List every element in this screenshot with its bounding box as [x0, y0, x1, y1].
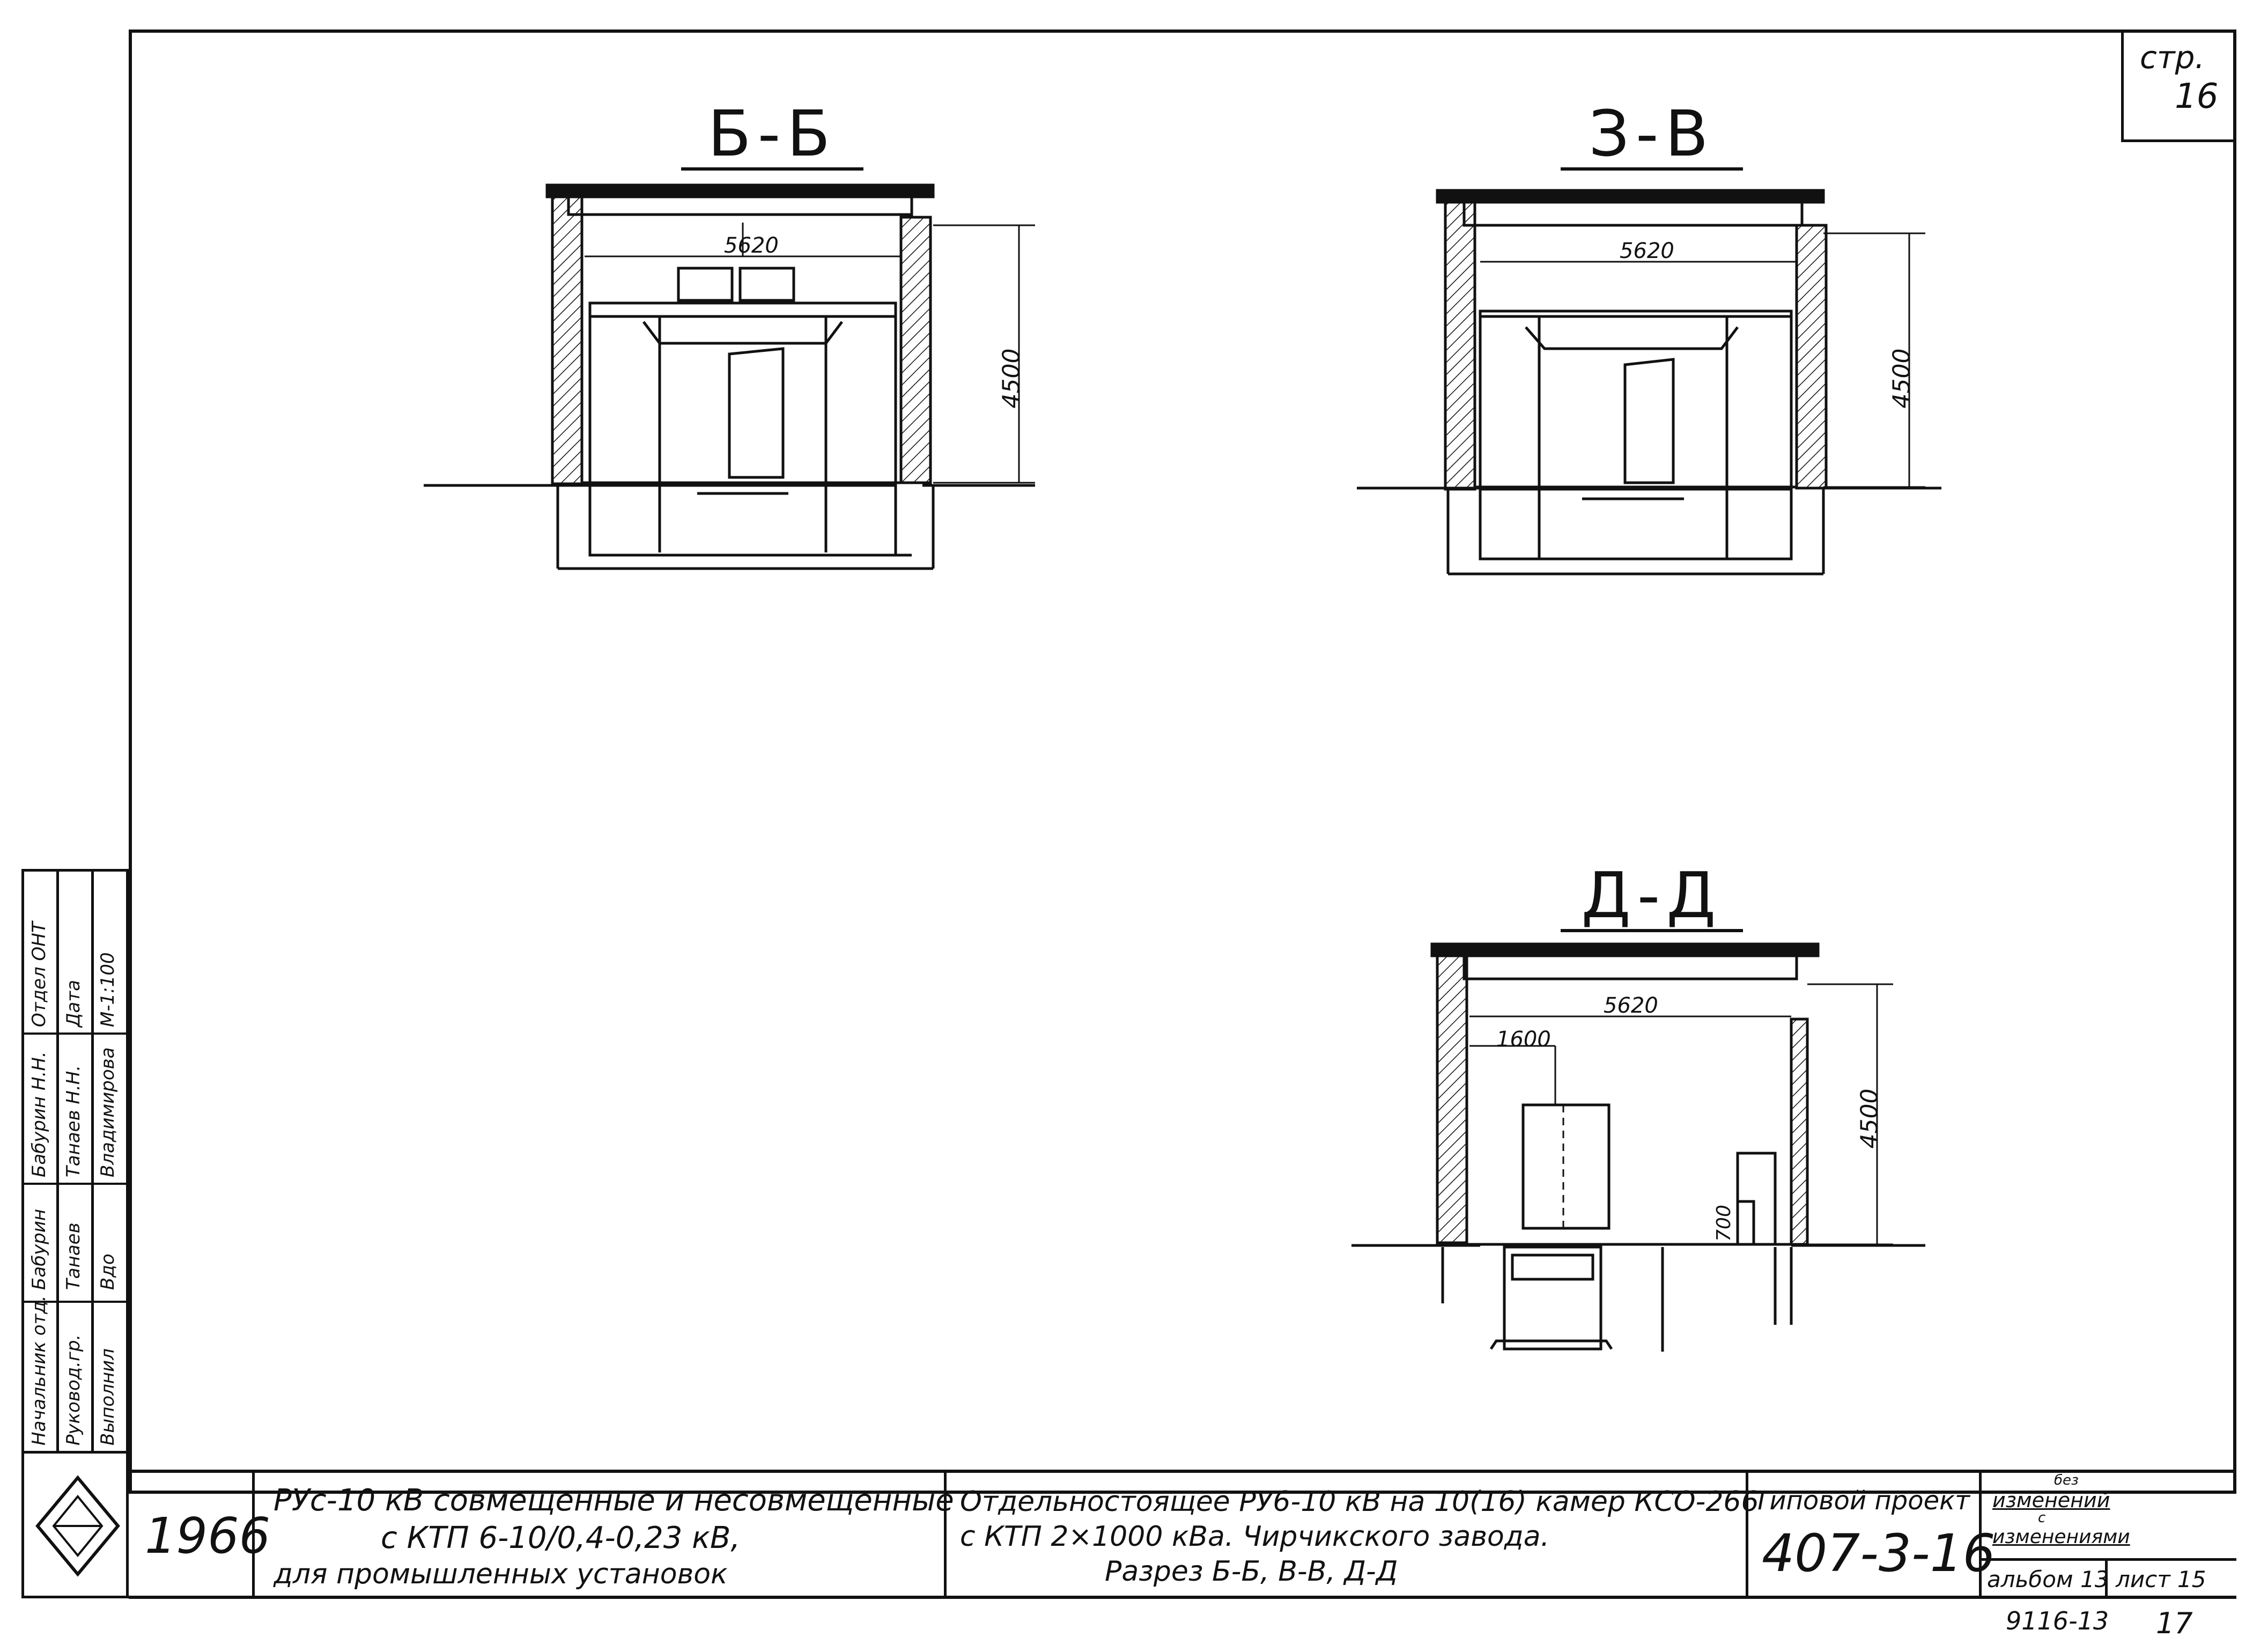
dim-width-b-b: 5620 [724, 233, 779, 258]
description-line2: с КТП 6-10/0,4-0,23 кВ, [381, 1521, 741, 1555]
project-number: 407-3-16 [1762, 1523, 1996, 1583]
organization-logo [35, 1475, 120, 1577]
dim-width-v-v: 5620 [1620, 239, 1674, 263]
drawing-title-line2: с КТП 2×1000 кВа. Чирчикского завода. [960, 1521, 1550, 1553]
drawing-frame [129, 30, 2236, 1494]
stamp-r3-c2: Вдо [97, 1253, 119, 1290]
footer-page: 17 [2156, 1606, 2193, 1640]
drawing-title-line1: Отдельностоящее РУ6-10 кВ на 10(16) каме… [960, 1486, 1759, 1518]
stamp-r1-c2: Бабурин [28, 1208, 50, 1290]
project-label: Типовой проект [1754, 1486, 1970, 1516]
changes-top: без [2054, 1472, 2079, 1488]
album-number: альбом 13 [1987, 1566, 2109, 1592]
stamp-r3-c1: Выполнил [97, 1348, 119, 1446]
year: 1966 [145, 1507, 271, 1565]
stamp-r2-c3: Танаев Н.Н. [63, 1065, 84, 1177]
changes-mid: с [2038, 1510, 2046, 1526]
stamp-r1-c3: Бабурин Н.Н. [28, 1051, 50, 1177]
dim-inner-width-d-d: 1600 [1496, 1027, 1551, 1052]
description-line1: РУс-10 кВ совмещенные и несовмещенные [274, 1483, 954, 1518]
approval-stamp: Начальник отд. Бабурин Бабурин Н.Н. Отде… [21, 869, 129, 1598]
dim-height-d-d: 4500 [1856, 1088, 1883, 1149]
section-d-d-drawing [1351, 942, 1925, 1352]
changes-line1: изменений [1992, 1488, 2110, 1512]
section-v-v-drawing [1357, 189, 1941, 576]
stamp-r2-c4: Дата [63, 979, 84, 1027]
section-title-b-b: Б-Б [681, 97, 863, 171]
section-title-v-v: З-В [1561, 97, 1743, 171]
description-line3: для промышленных установок [274, 1558, 728, 1590]
stamp-r2-c2: Танаев [63, 1222, 84, 1290]
dim-height-v-v: 4500 [1888, 348, 1916, 409]
dim-height-b-b: 4500 [998, 348, 1025, 409]
drawing-title-line3: Разрез Б-Б, В-В, Д-Д [1105, 1555, 1398, 1588]
sheet-label: стр. [2140, 39, 2205, 76]
sheet-number-box: стр. 16 [2121, 30, 2236, 142]
dim-width-d-d: 5620 [1604, 993, 1658, 1018]
section-b-b-drawing [424, 183, 1035, 570]
stamp-r1-c1: Начальник отд. [28, 1295, 50, 1446]
stamp-r2-c1: Руковод.гр. [63, 1334, 84, 1446]
stamp-r3-c3: Владимирова [97, 1047, 119, 1178]
stamp-r3-c4: М-1:100 [97, 952, 119, 1027]
stamp-r1-c4: Отдел ОНТ [28, 921, 50, 1027]
title-block [129, 1470, 2236, 1602]
changes-line2: изменениями [1992, 1526, 2130, 1548]
dim-small-height-d-d: 700 [1712, 1205, 1735, 1242]
footer-code: 9116-13 [2006, 1606, 2109, 1635]
section-title-d-d: Д-Д [1561, 858, 1743, 932]
sheet-number: 16 [2175, 77, 2219, 116]
sheet-in-album: лист 15 [2116, 1566, 2206, 1592]
